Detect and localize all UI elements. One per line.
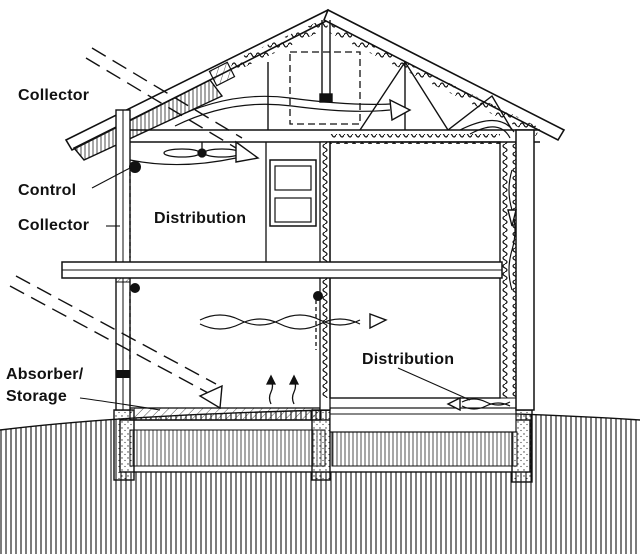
foundation-footings <box>113 409 533 483</box>
leader-lines <box>79 167 471 411</box>
absorber-label-line2: Storage <box>6 388 67 405</box>
ceiling-fan-icon <box>163 142 241 158</box>
second-floor-deck <box>61 261 503 279</box>
collector-wall-label: Collector <box>18 217 90 234</box>
distribution-upper-label: Distribution <box>154 210 247 227</box>
control-label: Control <box>18 182 77 199</box>
distribution-lower-label: Distribution <box>362 351 455 368</box>
ray-arrowheads <box>198 140 260 410</box>
damper-linkages <box>129 172 317 360</box>
roof <box>64 8 566 161</box>
control-damper-icon <box>129 161 323 301</box>
absorber-storage-slab <box>129 407 517 433</box>
heat-rise-arrows <box>265 374 300 405</box>
sun-rays <box>9 47 243 395</box>
absorber-label-line1: Absorber/ <box>6 366 84 383</box>
collector-roof-label: Collector <box>18 87 90 104</box>
airflow-arrowheads <box>369 98 517 412</box>
interior-window <box>269 159 317 227</box>
